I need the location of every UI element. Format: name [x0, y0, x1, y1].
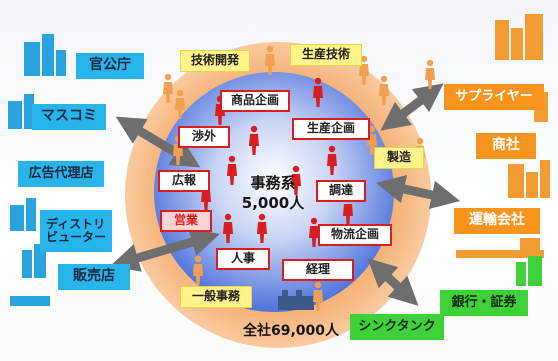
- label-external-affairs: 渉外: [178, 126, 230, 148]
- label-retailer: 販売店: [58, 264, 130, 290]
- label-procurement: 調達: [316, 180, 366, 202]
- building-icon-bank: [516, 256, 542, 286]
- label-pr: 広報: [158, 170, 210, 192]
- building-icons-left: [8, 34, 66, 306]
- label-accounting: 経理: [282, 259, 354, 281]
- center-count: 5,000人: [241, 194, 305, 212]
- label-prod-tech: 生産技術: [290, 44, 362, 66]
- label-govt: 官公庁: [76, 53, 144, 79]
- label-bank: 銀行・証券: [440, 290, 528, 316]
- label-think-tank: シンクタンク: [350, 314, 444, 340]
- label-hr: 人事: [216, 248, 270, 270]
- label-logistics-planning: 物流企画: [318, 224, 392, 246]
- label-manufacturing: 製造: [374, 147, 424, 169]
- label-trading: 商社: [476, 133, 536, 159]
- building-icons-right: [456, 14, 550, 258]
- label-sales: 営業: [160, 210, 212, 232]
- label-ad-agency: 広告代理店: [18, 161, 104, 187]
- hq-building-icon: [278, 290, 314, 310]
- label-media: マスコミ: [32, 104, 106, 130]
- label-distributor: ディストリ ビューター: [40, 210, 112, 252]
- label-general-office: 一般事務: [180, 286, 252, 308]
- label-product-planning: 商品企画: [220, 90, 290, 112]
- label-production-planning: 生産企画: [292, 118, 370, 140]
- label-supplier: サプライヤー: [444, 84, 544, 110]
- label-transport: 運輸会社: [454, 208, 540, 234]
- label-tech-dev: 技術開発: [180, 50, 250, 72]
- center-title: 事務系: [250, 174, 296, 192]
- company-total: 全社69,000人: [242, 323, 340, 339]
